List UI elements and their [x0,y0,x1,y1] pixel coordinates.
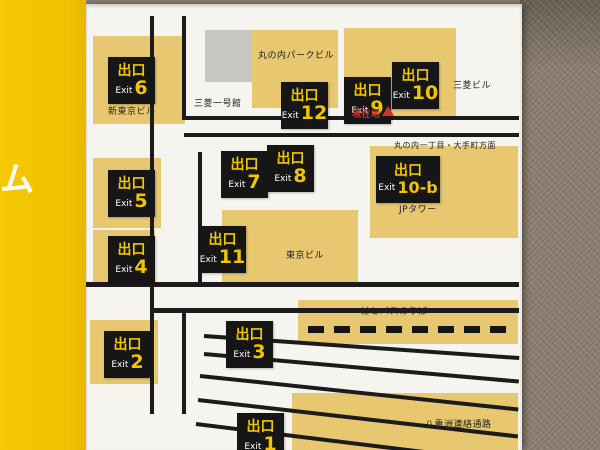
exit-number: 5 [134,190,148,213]
label-mitsubishi-ichigokan: 三菱一号館 [194,99,242,109]
road-line-top-street-lower [184,133,519,137]
exit-word: Exit [351,105,369,116]
exit-word: Exit [115,198,133,209]
road-line-vertical-upper [182,16,186,120]
exit-kanji: 出口 [117,175,146,192]
exit-number: 1 [263,433,277,450]
exit-number: 2 [130,351,144,374]
direction-label: 丸の内一丁目・大手町方面 [394,141,496,150]
exit-word: Exit [233,349,251,360]
exit-word: Exit [392,90,410,101]
exit-kanji: 出口 [394,163,422,180]
exit-number: 9 [370,97,384,120]
road-line-wide-street-lower [152,308,519,313]
exit-number: 10-b [397,177,438,197]
side-band-character: ム [0,160,34,200]
label-mitsubishi: 三菱ビル [453,81,492,91]
exit-kanji: 出口 [117,62,146,79]
exit-number: 7 [247,171,261,194]
exit-word: Exit [199,254,217,265]
exit-kanji: 出口 [230,156,259,173]
bus-stop-dashes [308,326,508,333]
label-hato-bus: はとバスのりば [361,307,428,317]
road-line-vertical-mid [198,152,202,286]
exit-number: 3 [252,341,266,364]
exit-word: Exit [281,110,299,121]
exit-kanji: 出口 [235,326,264,343]
road-line-vertical-lower [182,312,186,414]
exit-number: 8 [293,165,307,188]
yellow-side-band: ム [0,0,86,450]
exit-word: Exit [274,173,292,184]
exit-kanji: 出口 [401,67,430,84]
exit-number: 12 [300,102,328,125]
exit-kanji: 出口 [113,336,142,353]
exit-kanji: 出口 [353,82,382,99]
exit-number: 4 [134,256,148,279]
exit-word: Exit [228,179,246,190]
exit-number: 6 [134,77,148,100]
label-jp-tower: JPタワー [399,205,437,215]
label-yaesu: 八重洲連絡通路 [425,420,492,430]
exit-word: Exit [244,441,262,450]
building-gray-block [205,30,253,82]
label-shin-tokyo: 新東京ビル [108,107,156,117]
exit-kanji: 出口 [117,241,146,258]
building-hato-bus-area [298,300,518,344]
exit-word: Exit [115,85,133,96]
exit-kanji: 出口 [246,418,275,435]
road-line-wide-street-upper [86,282,519,287]
exit-kanji: 出口 [276,150,305,167]
exit-word: Exit [111,359,129,370]
current-location-label: 現在地 [352,110,381,120]
exit-word: Exit [115,264,133,275]
exit-word: Exit [378,183,396,194]
label-marunouchi-park: 丸の内パークビル [258,51,335,61]
exit-number: 11 [218,246,246,269]
label-tokyo-building: 東京ビル [286,251,325,261]
exit-kanji: 出口 [290,87,319,104]
wall-background [520,0,600,450]
current-location-marker-icon [382,106,394,116]
exit-kanji: 出口 [208,231,237,248]
exit-number: 10 [411,82,439,105]
